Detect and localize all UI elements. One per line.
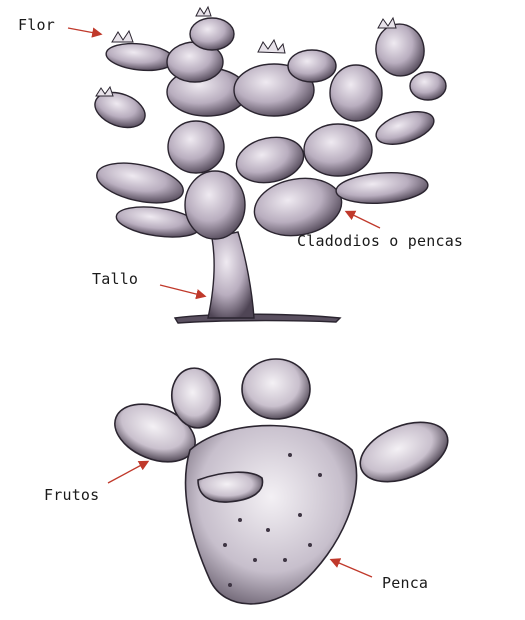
label-cladodios: Cladodios o pencas	[297, 232, 463, 250]
label-frutos: Frutos	[44, 486, 99, 504]
cladode	[330, 65, 382, 121]
big-penca	[186, 426, 357, 604]
cladode	[304, 124, 372, 176]
cladode	[410, 72, 446, 100]
penca-arrow	[332, 560, 372, 577]
frutos-arrow	[108, 462, 147, 483]
tallo-arrow	[160, 285, 204, 296]
pad-with-fruits	[106, 359, 456, 604]
cladode	[93, 156, 187, 210]
cladode	[372, 105, 438, 150]
label-tallo: Tallo	[92, 270, 138, 288]
cladode	[168, 121, 224, 173]
fruit	[352, 411, 457, 494]
label-penca: Penca	[382, 574, 428, 592]
cladode	[185, 171, 245, 239]
ground	[175, 314, 340, 323]
cladode	[288, 50, 336, 82]
fruit	[242, 359, 310, 419]
cactus-plant	[90, 7, 446, 323]
trunk	[208, 232, 254, 318]
cladode	[105, 41, 175, 74]
label-flor: Flor	[18, 16, 55, 34]
flor-arrow	[68, 28, 100, 34]
cladodios-arrow	[347, 212, 380, 228]
cladode	[190, 18, 234, 50]
cladode	[372, 20, 428, 80]
